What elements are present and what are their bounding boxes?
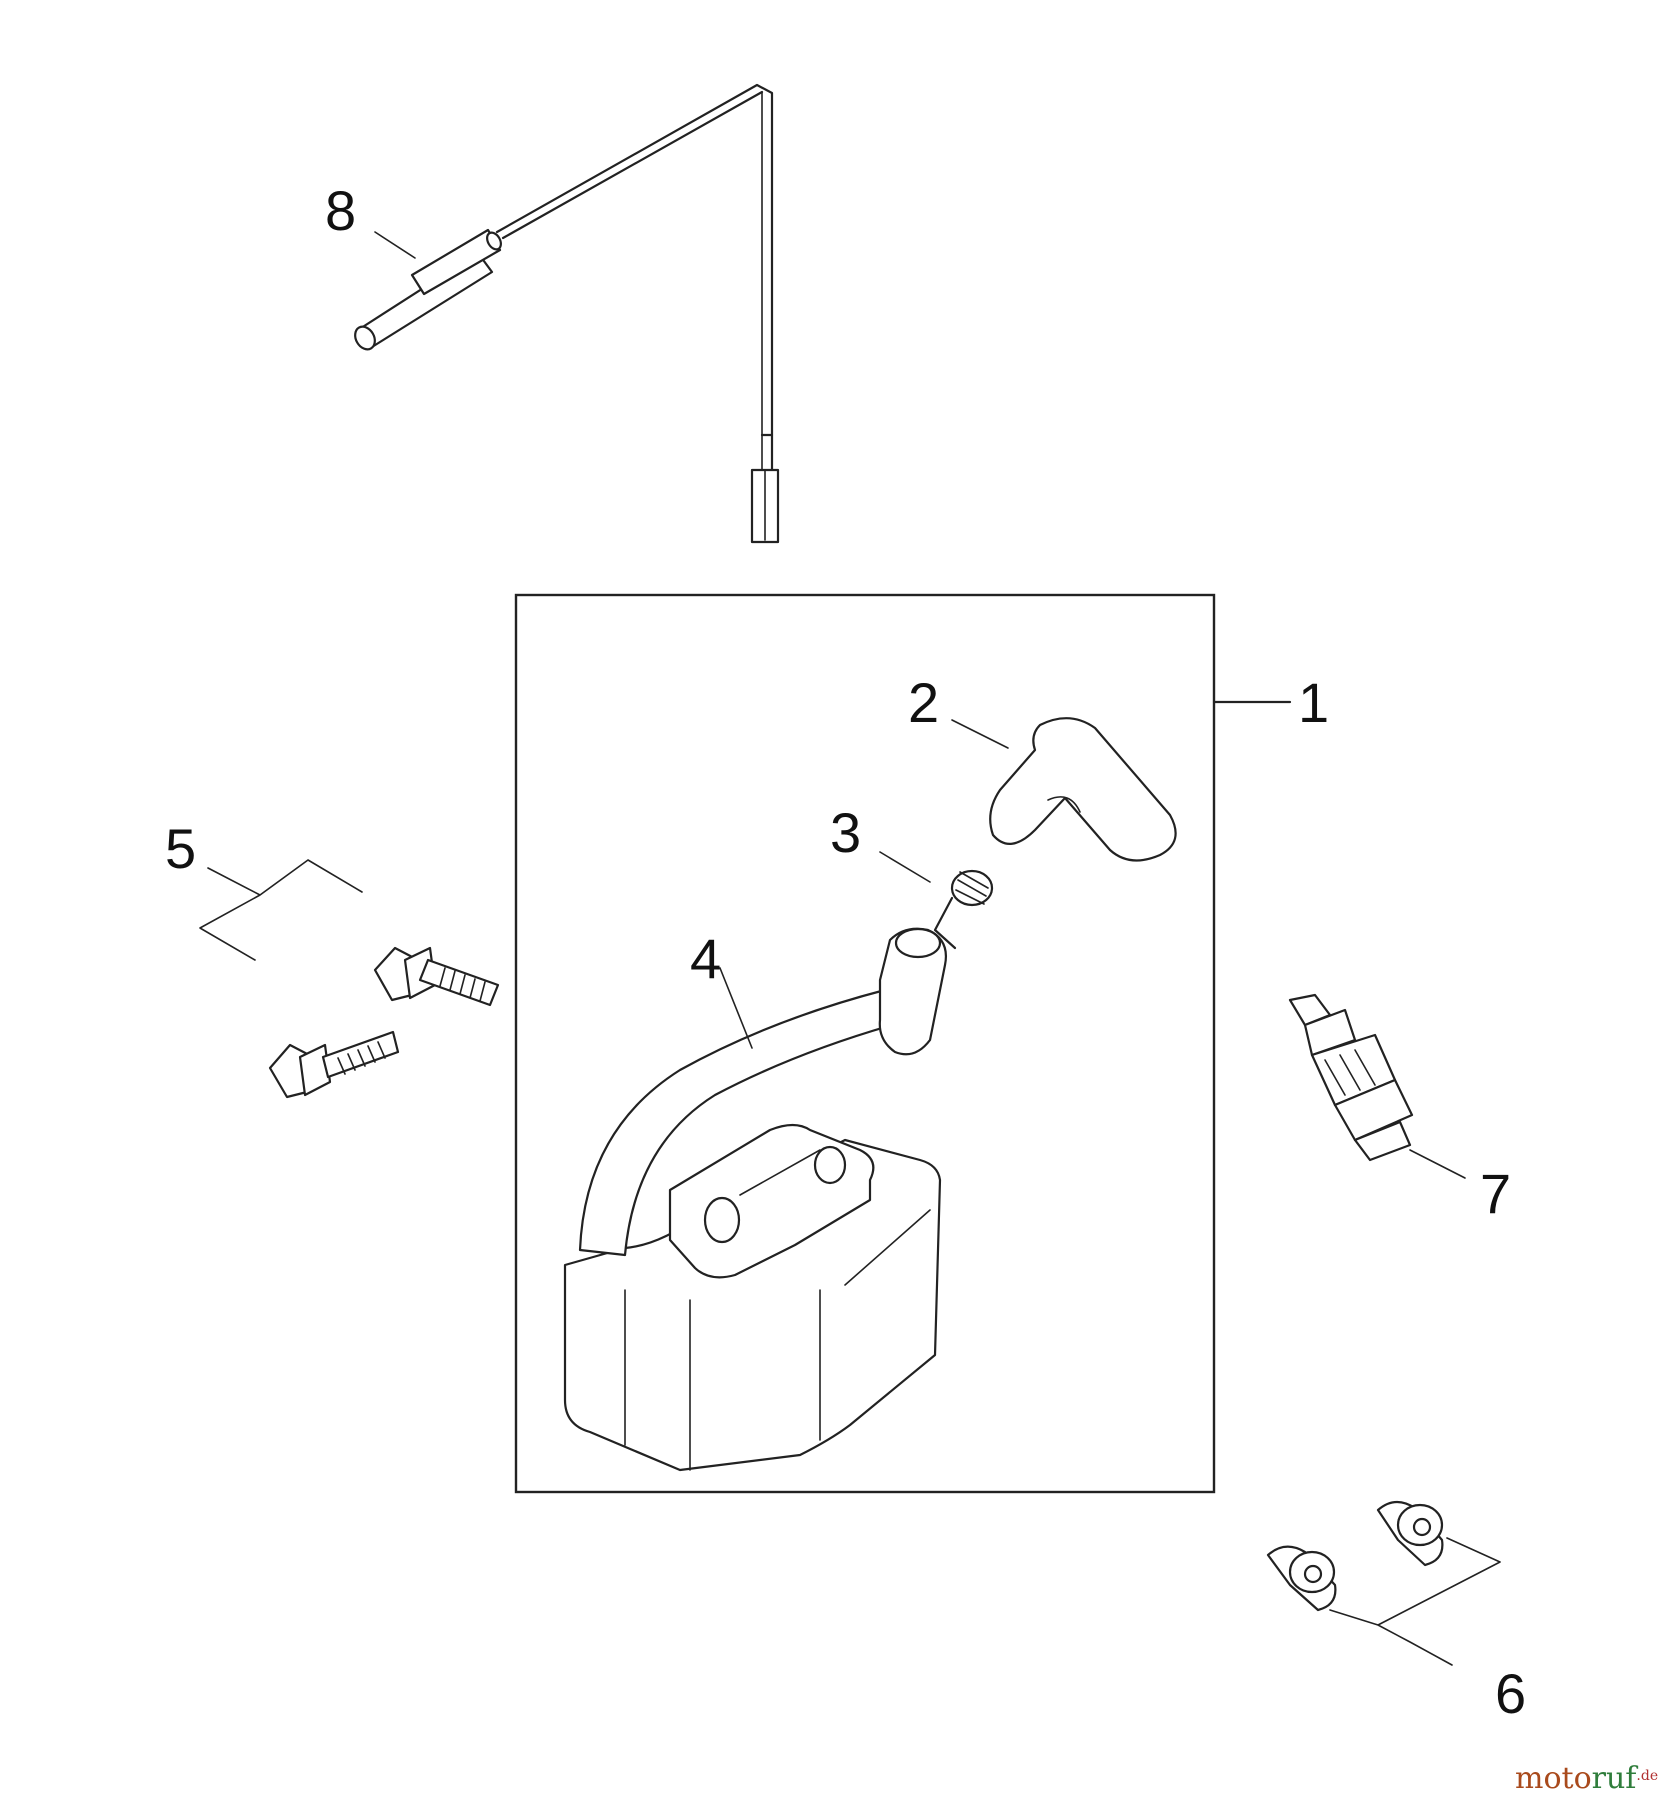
leader-line-6 — [1329, 1537, 1501, 1666]
spark-plug-part — [1288, 993, 1414, 1162]
watermark-part1: moto — [1515, 1761, 1592, 1796]
leader-line-3 — [879, 851, 931, 883]
terminal-spring-part — [933, 869, 994, 950]
leader-line-7 — [1409, 1149, 1466, 1179]
mounting-screws-part — [268, 946, 500, 1099]
spacers-part — [1266, 1500, 1444, 1612]
leader-line-8 — [374, 231, 416, 259]
ground-wire-part — [354, 83, 780, 544]
callout-8: 8 — [325, 179, 356, 242]
callout-1: 1 — [1298, 671, 1329, 734]
callout-4: 4 — [690, 927, 721, 990]
ignition-kit-box — [514, 593, 1216, 1494]
ignition-coil-part — [563, 927, 947, 1472]
svg-text:motoruf.de: motoruf.de — [1515, 1761, 1658, 1796]
callout-2: 2 — [908, 671, 939, 734]
callout-5: 5 — [165, 817, 196, 880]
watermark-suffix: .de — [1636, 1768, 1658, 1784]
spark-plug-boot-part — [989, 717, 1177, 862]
watermark: motoruf.de — [1515, 1761, 1658, 1796]
callout-6: 6 — [1495, 1662, 1526, 1725]
callout-3: 3 — [830, 801, 861, 864]
watermark-part2: ruf — [1592, 1761, 1639, 1796]
leader-line-2 — [951, 719, 1009, 749]
leader-line-5 — [199, 859, 363, 961]
callout-7: 7 — [1480, 1162, 1511, 1225]
leader-line-4 — [719, 967, 753, 1049]
